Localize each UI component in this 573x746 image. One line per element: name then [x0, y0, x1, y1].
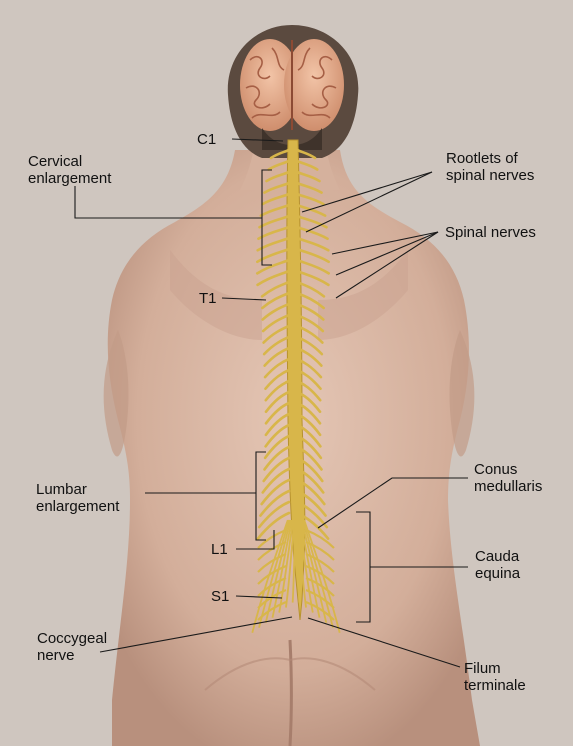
label-l1: L1	[211, 541, 228, 558]
label-spinal-nerves: Spinal nerves	[445, 224, 536, 241]
label-cauda-equina: Cauda equina	[475, 548, 520, 582]
label-s1: S1	[211, 588, 229, 605]
gluteal-cleft	[290, 640, 292, 746]
label-cervical-enlargement: Cervical enlargement	[28, 153, 111, 187]
label-lumbar-enlargement: Lumbar enlargement	[36, 481, 119, 515]
label-filum-terminale: Filum terminale	[464, 660, 526, 694]
label-coccygeal-nerve: Coccygeal nerve	[37, 630, 107, 664]
label-c1: C1	[197, 131, 216, 148]
label-rootlets: Rootlets of spinal nerves	[446, 150, 534, 184]
label-t1: T1	[199, 290, 217, 307]
label-conus-medullaris: Conus medullaris	[474, 461, 542, 495]
